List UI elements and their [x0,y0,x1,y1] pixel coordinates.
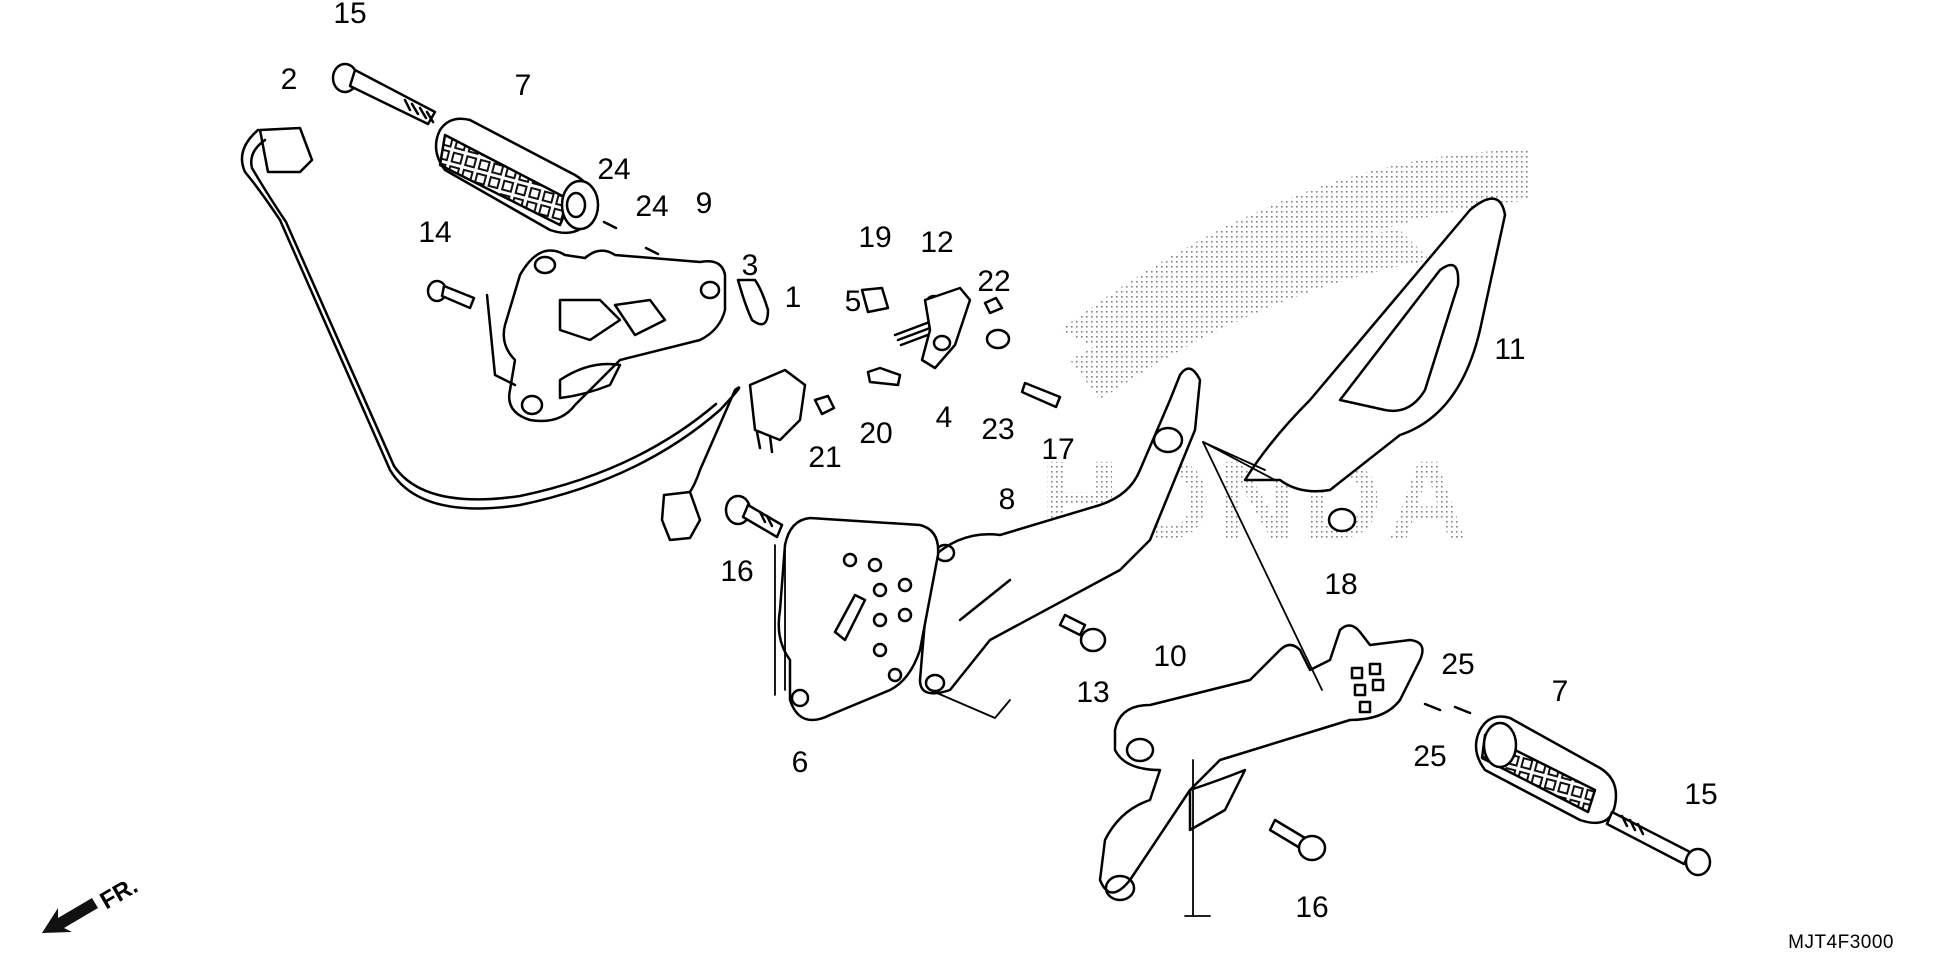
footpeg-plate-6 [777,516,940,722]
callout-14: 14 [418,216,452,249]
front-direction-arrow [42,898,98,933]
bolt-20 [866,366,902,387]
pin-24-a [602,220,618,230]
bolt-14 [426,279,476,310]
band-3 [736,278,770,326]
callout-8: 8 [998,483,1016,516]
bolt-16-lower [1268,818,1327,862]
heel-guard-11 [1243,197,1507,493]
callout-2: 2 [280,63,298,96]
honda-watermark: HONDA [1040,150,1530,562]
collar-19 [860,286,890,314]
washer-23 [985,328,1011,350]
bracket-10 [1098,624,1424,902]
callout-25-b: 25 [1413,740,1447,773]
bolt-18 [1327,507,1357,533]
callout-11: 11 [1494,333,1526,366]
callout-15-upper: 15 [333,0,367,30]
bolt-15-upper [331,62,437,126]
leader-lines [774,441,1323,917]
bolt-16-upper [724,494,784,539]
callout-18: 18 [1324,568,1358,601]
callout-3: 3 [741,249,759,282]
callout-4: 4 [935,401,953,434]
switch-1 [748,368,807,454]
pin-24-b [644,246,660,256]
callout-1: 1 [784,281,802,314]
bolt-17 [1020,381,1062,409]
callout-24-b: 24 [635,190,669,223]
diagram-code: MJT4F3000 [1788,932,1894,953]
bolt-15-lower [1605,810,1712,877]
callout-17: 17 [1041,433,1075,466]
side-stand-switch-cable [240,126,741,542]
callout-9: 9 [695,187,713,220]
callout-20: 20 [859,417,893,450]
plate-4 [920,286,972,370]
footpeg-rubber-upper [434,117,600,235]
callout-7-upper: 7 [514,69,532,102]
callout-6: 6 [791,746,809,779]
bracket-9 [485,249,727,423]
callout-7-lower: 7 [1551,675,1569,708]
callout-23: 23 [981,413,1015,446]
heel-plate-8 [918,367,1202,695]
callout-21: 21 [808,441,842,474]
callout-5: 5 [844,285,862,318]
screw-21 [813,394,836,416]
bolt-13 [1058,613,1107,653]
callout-24-a: 24 [597,153,631,186]
footpeg-rubber-lower [1474,715,1618,825]
callout-22: 22 [977,265,1011,298]
callout-13: 13 [1076,676,1110,709]
callout-12: 12 [920,226,954,259]
callout-16-lower: 16 [1295,891,1329,924]
callout-15-lower: 15 [1684,778,1718,811]
callout-19: 19 [858,221,892,254]
pin-25-a [1453,705,1472,715]
nut-22 [983,296,1004,315]
callout-25-a: 25 [1441,648,1475,681]
pin-25-b [1423,702,1442,712]
callout-10: 10 [1153,640,1187,673]
callout-16-upper: 16 [720,555,754,588]
